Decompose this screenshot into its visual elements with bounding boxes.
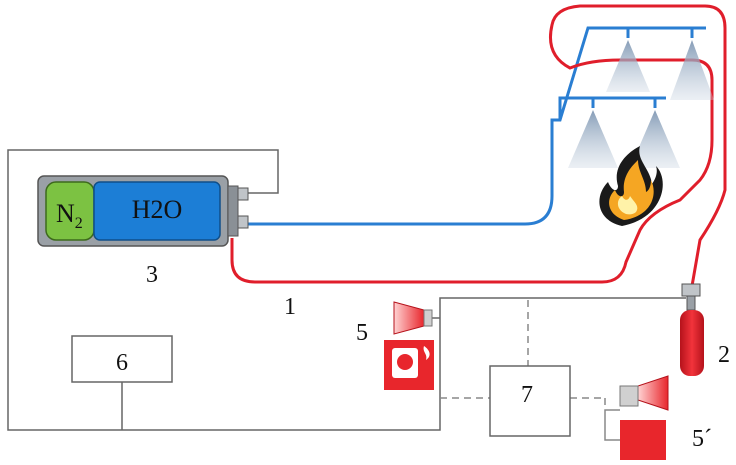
signal-line-to-valve <box>439 297 686 302</box>
sprinkler-head-2 <box>670 28 714 100</box>
label-7: 7 <box>521 382 533 408</box>
wiring-line <box>7 149 441 431</box>
label-6: 6 <box>116 350 128 376</box>
pilot-cylinder <box>680 283 704 376</box>
nitrogen-label: N <box>56 199 75 228</box>
alarm-panel-secondary <box>620 420 666 460</box>
svg-text:N2: N2 <box>56 199 83 232</box>
horn2-wiring <box>604 409 620 441</box>
label-5-prime: 5´ <box>692 426 712 452</box>
label-5: 5 <box>356 320 368 346</box>
label-3: 3 <box>146 262 158 288</box>
sprinkler-head-3 <box>568 98 618 168</box>
fire-alarm-sign-icon <box>384 340 434 390</box>
water-section <box>93 181 221 241</box>
water-pipe <box>242 26 706 226</box>
sprinkler-head-1 <box>606 28 650 92</box>
alarm-horn-icon-secondary <box>619 375 669 411</box>
water-mist-tank: N2 H2O <box>37 175 249 247</box>
water-pipe-lower-branch <box>558 96 666 120</box>
label-2: 2 <box>718 342 730 368</box>
control-box-7 <box>489 365 571 437</box>
sprinkler-head-4 <box>630 98 680 168</box>
flame-icon <box>599 146 663 226</box>
label-1: 1 <box>284 294 296 320</box>
alarm-horn-icon <box>393 301 433 335</box>
dashed-control-links <box>440 300 606 410</box>
control-box-6 <box>71 335 173 383</box>
water-label: H2O <box>132 195 183 224</box>
nitrogen-subscript: 2 <box>75 215 83 232</box>
